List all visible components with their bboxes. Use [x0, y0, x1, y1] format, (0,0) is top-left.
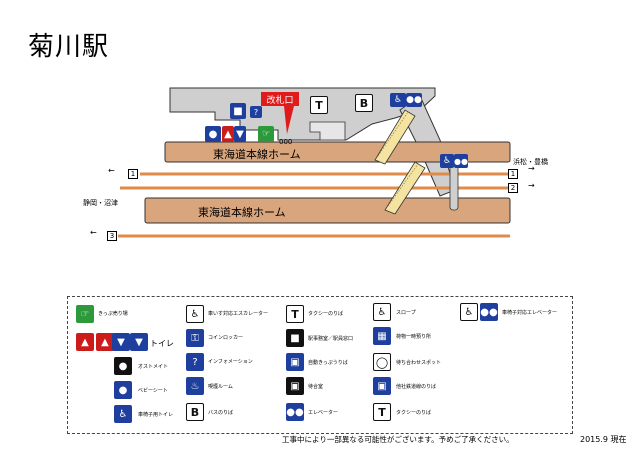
auto-ticket-legend-icon: ▣	[286, 353, 304, 371]
taxi-stop-2-legend-icon: T	[373, 403, 391, 421]
arrow-left-1: ←	[108, 166, 115, 175]
track-number-2-right: 2	[508, 183, 518, 193]
legend-other-railway: 他社鉄道線のりば	[396, 384, 437, 390]
other-railway-legend-icon: ▣	[373, 377, 391, 395]
wheelchair-elevator-icon: ♿	[440, 154, 454, 168]
waiting-room-legend-icon: ▣	[286, 377, 304, 395]
legend-auto-ticket: 自動きっぷうりば	[308, 360, 348, 366]
escalator-legend-icon: ♿	[186, 305, 204, 323]
legend-wheelchair-elevator: 車椅子対応エレベーター	[502, 310, 558, 316]
wheelchair-elevator-legend-icon: ♿	[460, 303, 478, 321]
information-icon: ?	[250, 106, 262, 118]
wheelchair-toilet-legend-icon: ♿	[114, 405, 132, 423]
ostomate-legend-icon: ●	[114, 357, 132, 375]
toilet-male-legend-icon: ▼	[112, 333, 130, 351]
legend-meeting-spot: 待ち合わせスポット	[396, 360, 442, 366]
platform-1	[164, 141, 511, 163]
legend-elevator: エレベーター	[308, 410, 339, 416]
slope-legend-icon: ♿	[373, 303, 391, 321]
legend-ostomate: オストメイト	[138, 364, 169, 370]
track-number-1-right: 1	[508, 169, 518, 179]
bus-stop-icon: B	[355, 94, 373, 112]
legend: ☞ きっぷ売り場 ▲ ▲ ▼ ▼ トイレ ● オストメイト ● ベビーシート ♿…	[67, 296, 573, 434]
legend-waiting-room: 待合室	[308, 384, 324, 390]
baby-sheet-legend-icon: ●	[114, 381, 132, 399]
direction-right: 浜松・豊橋	[513, 158, 548, 166]
track-number-3: 3	[107, 231, 117, 241]
legend-taxi-stop-2: タクシーのりば	[396, 410, 432, 416]
legend-slope: スロープ	[396, 310, 416, 316]
legend-baby-sheet: ベビーシート	[138, 388, 168, 394]
coin-locker-legend-icon: ⚿	[186, 329, 204, 347]
toilet-icon-2: ●●	[406, 93, 422, 107]
bus-stop-legend-icon: B	[186, 403, 204, 421]
station-map	[118, 87, 511, 238]
male-toilet-icon: ▼	[234, 126, 246, 142]
ticket-machine-legend-icon: ☞	[76, 305, 94, 323]
legend-escalator: 車いす対応エスカレーター	[208, 311, 269, 317]
legend-luggage: 荷物一時預り所	[396, 334, 432, 340]
toilet-male-2-legend-icon: ▼	[130, 333, 148, 351]
legend-bus-stop: バスのりば	[208, 410, 234, 416]
elevator-legend-icon: ●●	[286, 403, 304, 421]
taxi-stop-icon: T	[310, 96, 328, 114]
elevator-2-legend-icon: ●●	[480, 303, 498, 321]
legend-ticket-machine: きっぷ売り場	[98, 311, 128, 317]
staircase-upper	[374, 109, 416, 165]
taxi-stop-legend-icon: T	[286, 305, 304, 323]
legend-toilet: トイレ	[150, 339, 174, 348]
legend-information: インフォメーション	[208, 359, 253, 365]
station-office-legend-icon: ■	[286, 329, 304, 347]
wheelchair-icon: ♿	[390, 93, 406, 107]
gate-code: 000	[279, 138, 293, 146]
platform-2	[144, 197, 511, 224]
toilet-female-2-legend-icon: ▲	[96, 333, 114, 351]
female-toilet-icon: ▲	[222, 126, 234, 142]
arrow-right-1: →	[528, 164, 535, 173]
legend-wheelchair-toilet: 車椅子用トイレ	[138, 412, 174, 418]
elevator-shaft	[449, 164, 459, 211]
ticket-gate-pointer	[284, 106, 294, 134]
elevator-icon: ●●	[454, 154, 468, 168]
arrow-right-2: →	[528, 181, 535, 190]
staircase-lower	[384, 161, 426, 215]
toilet-female-legend-icon: ▲	[76, 333, 94, 351]
ticket-machine-icon: ☞	[258, 126, 274, 142]
station-title: 菊川駅	[28, 32, 110, 62]
legend-coin-locker: コインロッカー	[208, 335, 244, 341]
station-office-icon: ■	[230, 103, 246, 119]
smoking-room-legend-icon: ♨	[186, 377, 204, 395]
footer-notice: 工事中により一部異なる可能性がございます。予めご了承ください。	[282, 435, 514, 444]
concourse-stairs-block	[309, 121, 346, 141]
legend-station-office: 駅事務室／駅員窓口	[308, 336, 354, 342]
arrow-left-3: ←	[90, 228, 97, 237]
luggage-legend-icon: ▦	[373, 327, 391, 345]
platform-1-label: 東海道本線ホーム	[213, 148, 301, 161]
information-legend-icon: ?	[186, 353, 204, 371]
ticket-gate-label-box	[261, 92, 299, 106]
ticket-gate-label: 改札口	[266, 96, 294, 106]
track-number-1-left: 1	[128, 169, 138, 179]
legend-smoking-room: 喫煙ルーム	[208, 384, 233, 390]
legend-taxi-stop: タクシーのりば	[308, 311, 344, 317]
footer-date: 2015.9 現在	[580, 435, 627, 444]
direction-left: 静岡・沼津	[83, 199, 118, 207]
toilet-icon: ●	[205, 126, 221, 142]
platform-2-label: 東海道本線ホーム	[198, 206, 286, 219]
meeting-spot-legend-icon: ◯	[373, 353, 391, 371]
